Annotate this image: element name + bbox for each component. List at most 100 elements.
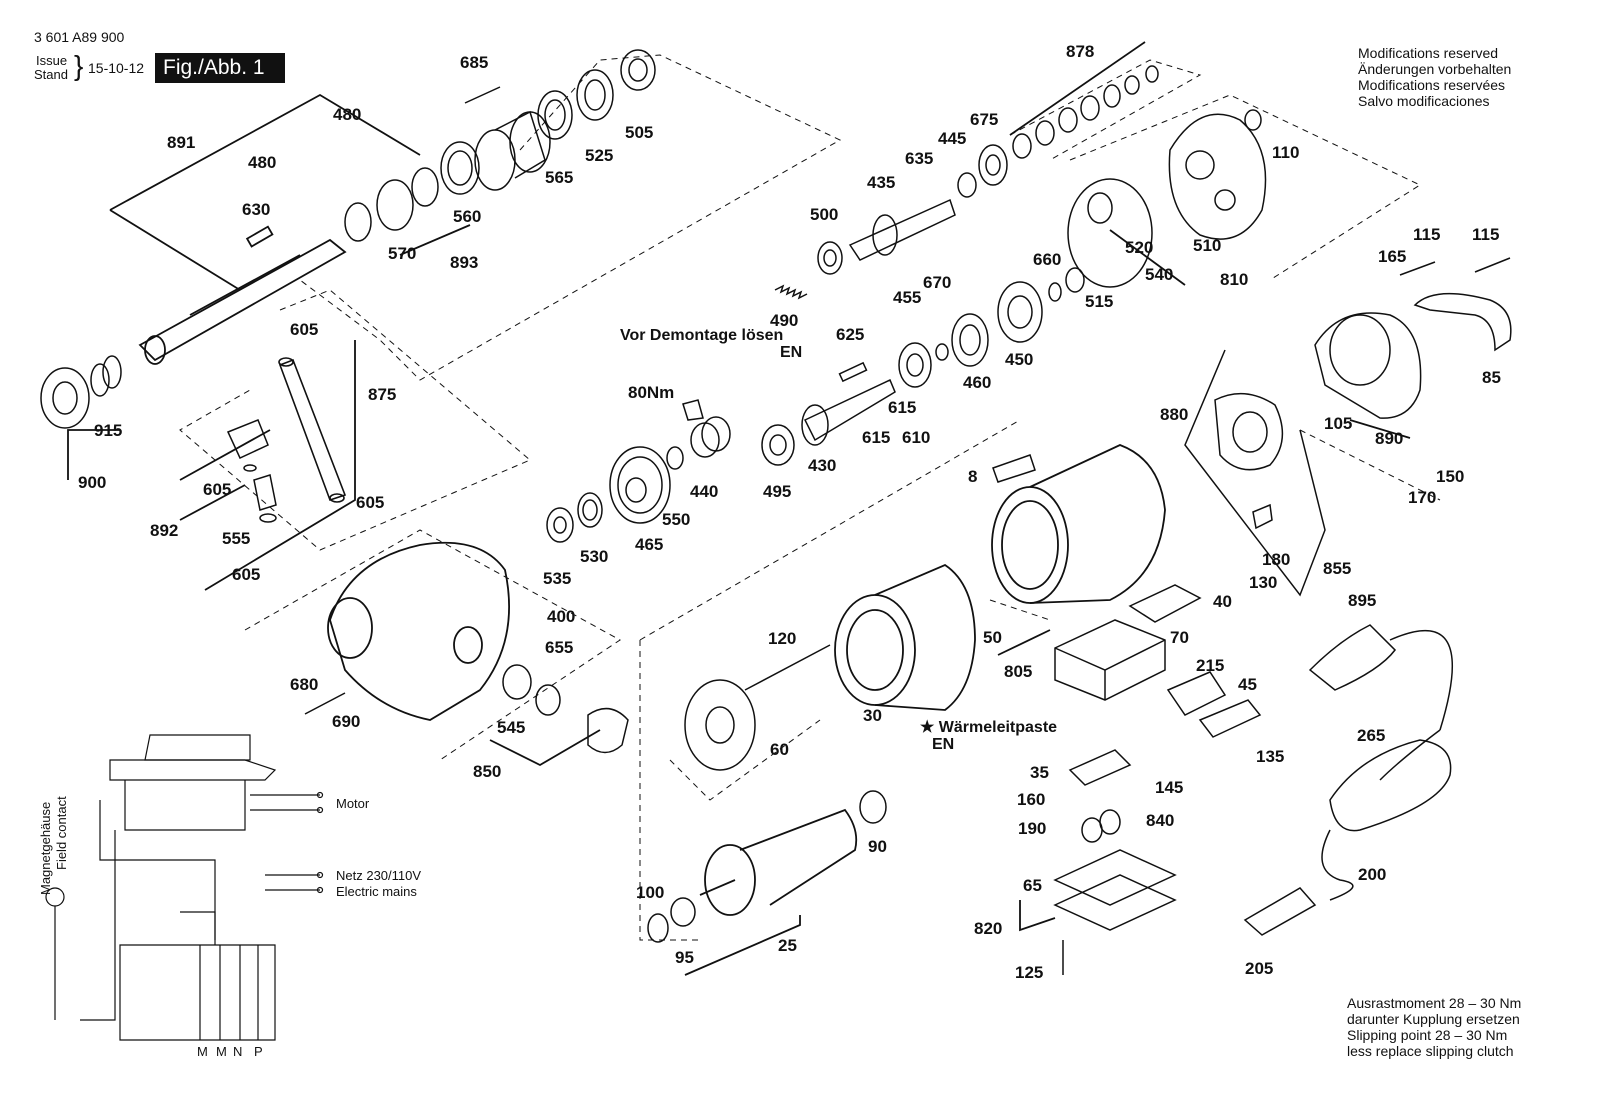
part-label: 40 [1213,592,1232,611]
part-label: 560 [453,207,481,226]
part-label: 125 [1015,963,1043,982]
part-label: 555 [222,529,250,548]
mains-label-en: Electric mains [336,884,417,899]
part-label: 30 [863,706,882,725]
part-label: 460 [963,373,991,392]
ring-915 [90,355,122,397]
part-label: 440 [690,482,718,501]
key-625 [838,361,868,383]
part-label: 875 [368,385,396,404]
gear-465 [609,446,671,524]
rings-891 [344,141,480,242]
notice-line: Modifications reserved [1358,45,1499,61]
part-label: 90 [868,837,887,856]
part-label: 450 [1005,350,1033,369]
part-label: 545 [497,718,525,737]
brush-180 [1252,503,1273,530]
cable-200 [1321,829,1354,901]
figure-label: Fig./Abb. 1 [155,53,285,83]
part-label: 893 [450,253,478,272]
part-label: 160 [1017,790,1045,809]
motor-label: Motor [336,796,370,811]
stand-label: Stand [34,67,68,82]
part-label: 165 [1378,247,1406,266]
switch-housing-265 [1329,739,1452,832]
module-35 [1068,749,1132,786]
part-label: 500 [810,205,838,224]
bearing-520 [1087,192,1113,224]
part-label: 190 [1018,819,1046,838]
field-coil-30 [834,563,976,711]
washers-878 [1012,65,1159,159]
part-label: 180 [1262,550,1290,569]
part-label: 205 [1245,959,1273,978]
part-label: 805 [1004,662,1032,681]
ring-660 [1048,282,1062,302]
part-label: 65 [1023,876,1042,895]
screw-120 [744,644,831,691]
brush-tube-875 [278,357,347,503]
notice-line: Slipping point 28 – 30 Nm [1347,1027,1508,1043]
part-label: 70 [1170,628,1189,647]
part-number: 3 601 A89 900 [34,29,125,45]
screws-115 [1399,257,1511,276]
gear-450 [997,281,1043,343]
part-label: 685 [460,53,488,72]
ring-100 [647,913,669,943]
part-label: 8 [968,467,977,486]
part-label: 605 [203,480,231,499]
insulation-60 [684,679,756,771]
part-label: 820 [974,919,1002,938]
electronics-box-70 [1054,619,1166,701]
part-label: 880 [1160,405,1188,424]
notice-line: less replace slipping clutch [1347,1043,1514,1059]
knob-850 [587,707,629,754]
part-label: 891 [167,133,195,152]
gear-housing-400 [327,541,510,721]
part-label: 215 [1196,656,1224,675]
ring-545 [535,684,561,716]
wiring-schematic [45,734,324,1041]
part-label: 530 [580,547,608,566]
part-label: 840 [1146,811,1174,830]
motor-housing-8 [991,444,1166,604]
part-label: 105 [1324,414,1352,433]
assembly-outline [179,54,1441,941]
shaft-435 [848,198,956,261]
part-label: 200 [1358,865,1386,884]
part-label: 850 [473,762,501,781]
part-label: 515 [1085,292,1113,311]
part-label: 455 [893,288,921,307]
gear-455 [898,342,932,388]
terminal-label: M [216,1044,227,1059]
part-label: 550 [662,510,690,529]
pinion-430 [801,378,896,446]
bracket-855 [1184,349,1326,597]
part-label: 520 [1125,238,1153,257]
part-label: 690 [332,712,360,731]
part-label: 615 [862,428,890,447]
part-label: 115 [1413,225,1440,244]
field-label-de: Magnetgehäuse [38,802,53,895]
notice-line: Ausrastmoment 28 – 30 Nm [1347,995,1522,1011]
part-label: 100 [636,883,664,902]
part-label: 605 [232,565,260,584]
handle-85 [1413,292,1512,352]
part-label: 505 [625,123,653,142]
clamp-892 [226,419,277,523]
field-label-en: Field contact [54,796,69,870]
part-label: 120 [768,629,796,648]
seal-ring-900 [40,367,90,429]
terminal-label: N [233,1044,242,1059]
part-label: 610 [902,428,930,447]
gear-675 [978,144,1008,186]
brush-plate-880 [1214,392,1284,471]
part-label: 605 [290,320,318,339]
part-label: 615 [888,398,916,417]
bushing-440 [682,399,731,458]
part-label: 85 [1482,368,1501,387]
part-label: 435 [867,173,895,192]
part-label: 25 [778,936,797,955]
part-label: 855 [1323,559,1351,578]
main-shaft [138,225,347,365]
